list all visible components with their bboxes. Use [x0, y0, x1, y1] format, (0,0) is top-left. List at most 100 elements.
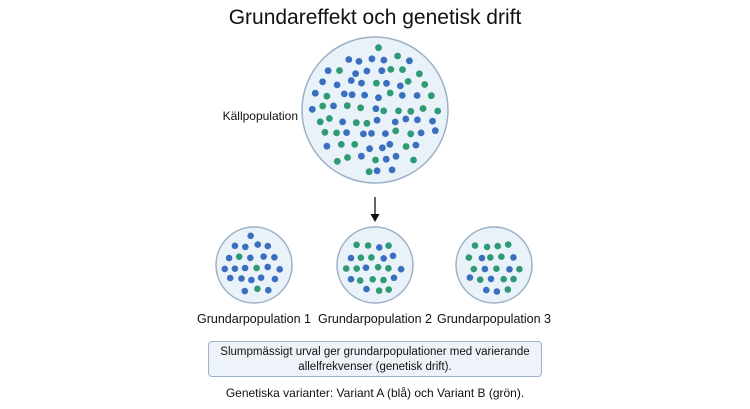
- source-variant-a-dot: [382, 155, 390, 163]
- founder-3-variant-a-dot: [493, 288, 501, 295]
- founder-2-variant-a-dot: [347, 275, 355, 283]
- page-title: Grundareffekt och genetisk drift: [228, 6, 522, 29]
- source-variant-b-dot: [407, 130, 415, 138]
- caption-box: Slumpmässigt urval ger grundarpopulation…: [208, 341, 542, 377]
- founder-2-variant-b-dot: [364, 242, 372, 249]
- source-variant-b-dot: [333, 129, 340, 137]
- founder-3-variant-a-dot: [481, 265, 489, 273]
- source-variant-a-dot: [378, 67, 386, 75]
- founder-population-1-label: Grundarpopulation 1: [197, 312, 311, 326]
- source-variant-a-dot: [358, 152, 365, 160]
- source-variant-a-dot: [380, 56, 388, 64]
- source-population-label: Källpopulation: [222, 109, 298, 123]
- source-variant-a-dot: [431, 127, 439, 135]
- founder-1-variant-a-dot: [260, 253, 267, 260]
- founder-3-variant-a-dot: [466, 274, 474, 281]
- founder-3-variant-b-dot: [498, 253, 505, 260]
- source-variant-b-dot: [344, 154, 351, 161]
- founder-1-variant-a-dot: [271, 275, 279, 283]
- source-variant-b-dot: [343, 102, 351, 110]
- source-variant-a-dot: [355, 58, 363, 65]
- founder-2-variant-a-dot: [362, 264, 370, 272]
- source-variant-a-dot: [398, 92, 406, 99]
- founder-2-variant-a-dot: [390, 274, 398, 282]
- founder-2-variant-b-dot: [353, 265, 361, 272]
- source-variant-a-dot: [308, 105, 316, 113]
- founder-1-variant-a-dot: [241, 287, 249, 295]
- source-variant-a-dot: [368, 130, 375, 137]
- founder-1-variant-a-dot: [265, 286, 272, 294]
- source-variant-a-dot: [383, 79, 390, 87]
- founder-3-variant-a-dot: [510, 254, 517, 261]
- source-variant-b-dot: [351, 141, 359, 148]
- founder-1-variant-a-dot: [276, 266, 284, 273]
- source-variant-b-dot: [392, 127, 400, 135]
- source-variant-a-dot: [391, 118, 399, 126]
- source-variant-b-dot: [326, 115, 333, 122]
- source-variant-a-dot: [413, 92, 421, 99]
- founder-2-variant-a-dot: [347, 254, 355, 262]
- source-variant-a-dot: [311, 89, 319, 97]
- founder-1-variant-a-dot: [231, 242, 239, 250]
- founder-3-variant-b-dot: [504, 241, 512, 248]
- founder-3-variant-b-dot: [465, 254, 473, 261]
- founder-2-variant-a-dot: [389, 252, 397, 260]
- source-variant-a-dot: [429, 117, 436, 125]
- founder-2-variant-a-dot: [376, 244, 383, 251]
- founder-1-variant-a-dot: [241, 264, 249, 272]
- founder-2-variant-b-dot: [357, 254, 365, 261]
- founder-population-1-circle: [215, 226, 293, 304]
- source-variant-b-dot: [421, 81, 429, 88]
- founder-2-variant-b-dot: [385, 265, 392, 272]
- source-variant-b-dot: [365, 168, 373, 176]
- source-variant-a-dot: [382, 130, 389, 138]
- source-variant-a-dot: [392, 152, 400, 160]
- founder-1-variant-a-dot: [242, 243, 249, 251]
- source-variant-b-dot: [336, 67, 343, 74]
- source-variant-a-dot: [373, 167, 381, 175]
- founder-3-variant-b-dot: [476, 276, 484, 284]
- source-variant-a-dot: [352, 70, 359, 78]
- source-variant-a-dot: [414, 116, 421, 124]
- founder-population-2-dots: [342, 241, 405, 295]
- founder-population-2-label: Grundarpopulation 2: [318, 312, 432, 326]
- founder-population-1-dots: [221, 232, 284, 295]
- source-variant-b-dot: [337, 141, 345, 148]
- founder-2-variant-b-dot: [374, 263, 382, 271]
- source-variant-a-dot: [417, 129, 425, 137]
- source-variant-a-dot: [330, 102, 337, 110]
- source-variant-b-dot: [387, 66, 395, 73]
- source-variant-b-dot: [394, 52, 401, 60]
- source-variant-a-dot: [324, 67, 332, 75]
- source-variant-a-dot: [345, 56, 353, 63]
- source-variant-a-dot: [358, 79, 365, 87]
- founder-2-variant-b-dot: [353, 241, 360, 249]
- source-population-dots: [308, 44, 442, 176]
- founder-2-variant-b-dot: [385, 286, 393, 293]
- source-variant-b-dot: [419, 105, 427, 112]
- founder-3-variant-a-dot: [487, 275, 495, 283]
- source-variant-a-dot: [412, 141, 420, 149]
- source-variant-a-dot: [368, 55, 376, 63]
- founder-1-variant-a-dot: [225, 254, 233, 262]
- source-variant-b-dot: [410, 156, 417, 164]
- source-variant-a-dot: [402, 115, 410, 123]
- founder-3-variant-a-dot: [506, 266, 513, 273]
- source-variant-a-dot: [375, 94, 382, 102]
- founder-3-variant-b-dot: [483, 243, 491, 251]
- founder-1-variant-a-dot: [271, 253, 278, 261]
- founder-2-variant-b-dot: [368, 254, 375, 261]
- source-variant-a-dot: [386, 140, 394, 148]
- founder-3-variant-b-dot: [516, 265, 523, 273]
- source-variant-b-dot: [395, 107, 402, 115]
- founder-3-variant-b-dot: [504, 286, 512, 293]
- founder-2-variant-b-dot: [385, 242, 392, 249]
- source-variant-a-dot: [347, 77, 355, 84]
- founder-1-variant-a-dot: [221, 265, 229, 273]
- source-variant-b-dot: [323, 92, 331, 100]
- founder-1-variant-b-dot: [235, 253, 243, 260]
- source-variant-a-dot: [340, 90, 348, 98]
- source-variant-b-dot: [357, 104, 364, 112]
- founder-2-variant-a-dot: [363, 285, 370, 293]
